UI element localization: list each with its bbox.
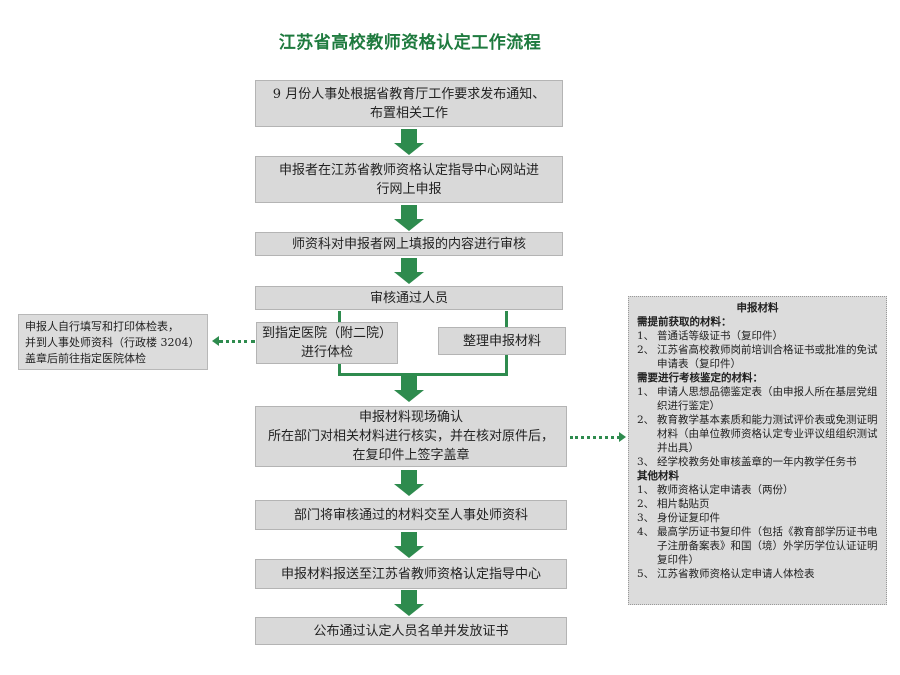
step-send-to-center: 申报材料报送至江苏省教师资格认定指导中心 <box>255 559 567 589</box>
list-item-number: 2、 <box>637 414 655 426</box>
branch-connector-left-down <box>338 364 341 375</box>
materials-panel-title: 申报材料 <box>736 302 779 314</box>
step-organize-materials-text: 整理申报材料 <box>462 333 541 349</box>
page-title: 江苏省高校教师资格认定工作流程 <box>278 33 542 53</box>
step-publish-notice: 9 月份人事处根据省教育厅工作要求发布通知、 布置相关工作 <box>255 80 563 127</box>
materials-panel: 申报材料 需提前获取的材料： 1、普通话等级证书（复印件） 2、江苏省高校教师岗… <box>628 296 887 605</box>
medical-exam-note-line-2: 并到人事处师资科（行政楼 3204） <box>25 336 200 349</box>
list-item: 2、相片黏贴页 <box>637 497 878 511</box>
step-publish-notice-line-1: 9 月份人事处根据省教育厅工作要求发布通知、 <box>272 86 546 102</box>
list-item: 2、教育教学基本素质和能力测试评价表或免测证明材料（由单位教师资格认定专业评议组… <box>637 413 878 455</box>
step-send-to-center-text: 申报材料报送至江苏省教师资格认定指导中心 <box>280 566 541 582</box>
list-item: 1、教师资格认定申请表（两份） <box>637 483 878 497</box>
step-online-application-line-1: 申报者在江苏省教师资格认定指导中心网站进 <box>278 162 539 178</box>
step-publish-notice-line-2: 布置相关工作 <box>369 105 448 121</box>
list-item-text: 教育教学基本素质和能力测试评价表或免测证明材料（由单位教师资格认定专业评议组组织… <box>657 414 878 454</box>
list-item-number: 5、 <box>637 568 655 580</box>
step-online-review: 师资科对申报者网上填报的内容进行审核 <box>255 232 563 256</box>
list-item-text: 江苏省教师资格认定申请人体检表 <box>657 568 815 580</box>
step-approved-personnel-text: 审核通过人员 <box>369 290 448 306</box>
step-submit-to-hr: 部门将审核通过的材料交至人事处师资科 <box>255 500 567 530</box>
list-item-text: 普通话等级证书（复印件） <box>657 330 783 342</box>
list-item: 4、最高学历证书复印件（包括《教育部学历证书电子注册备案表》和国（境）外学历学位… <box>637 525 878 567</box>
list-item-number: 3、 <box>637 512 655 524</box>
step-online-application-line-2: 行网上申报 <box>376 181 442 197</box>
dotted-arrowhead-right <box>619 432 626 442</box>
materials-section-assessment: 需要进行考核鉴定的材料： <box>637 372 763 384</box>
branch-merge-line <box>338 373 508 376</box>
list-item: 3、身份证复印件 <box>637 511 878 525</box>
list-item-text: 申请人思想品德鉴定表（由申报人所在基层党组织进行鉴定） <box>657 386 878 412</box>
step-publish-results-text: 公布通过认定人员名单并发放证书 <box>313 623 509 639</box>
list-item-number: 2、 <box>637 498 655 510</box>
dotted-connector-left <box>219 340 255 343</box>
step-organize-materials: 整理申报材料 <box>438 327 566 355</box>
list-item-text: 经学校教务处审核盖章的一年内教学任务书 <box>657 456 857 468</box>
step-online-review-text: 师资科对申报者网上填报的内容进行审核 <box>291 236 526 252</box>
step-medical-exam: 到指定医院（附二院） 进行体检 <box>256 322 398 364</box>
list-item: 1、普通话等级证书（复印件） <box>637 329 878 343</box>
dotted-arrowhead-left <box>212 336 219 346</box>
branch-connector-right-down <box>505 355 508 375</box>
list-item: 5、江苏省教师资格认定申请人体检表 <box>637 567 878 581</box>
list-item-text: 最高学历证书复印件（包括《教育部学历证书电子注册备案表》和国（境）外学历学位认证… <box>657 526 878 566</box>
materials-section-other: 其他材料 <box>637 470 679 482</box>
list-item-number: 4、 <box>637 526 655 538</box>
step-medical-exam-line-2: 进行体检 <box>300 345 353 360</box>
medical-exam-note-line-3: 盖章后前往指定医院体检 <box>25 352 146 365</box>
list-item: 1、申请人思想品德鉴定表（由申报人所在基层党组织进行鉴定） <box>637 385 878 413</box>
step-onsite-confirmation-line-3: 在复印件上签字盖章 <box>352 448 470 463</box>
list-item-number: 1、 <box>637 386 655 398</box>
step-online-application: 申报者在江苏省教师资格认定指导中心网站进 行网上申报 <box>255 156 563 203</box>
list-item-text: 江苏省高校教师岗前培训合格证书或批准的免试申请表（复印件） <box>657 344 878 370</box>
step-onsite-confirmation-line-2: 所在部门对相关材料进行核实，并在核对原件后， <box>267 429 554 444</box>
dotted-connector-right <box>570 436 620 439</box>
list-item-number: 3、 <box>637 456 655 468</box>
list-item-number: 1、 <box>637 484 655 496</box>
list-item-number: 1、 <box>637 330 655 342</box>
step-approved-personnel: 审核通过人员 <box>255 286 563 310</box>
branch-connector-right <box>505 311 508 327</box>
step-onsite-confirmation: 申报材料现场确认 所在部门对相关材料进行核实，并在核对原件后， 在复印件上签字盖… <box>255 406 567 467</box>
materials-section-prerequisite: 需提前获取的材料： <box>637 316 732 328</box>
step-publish-results: 公布通过认定人员名单并发放证书 <box>255 617 567 645</box>
list-item-text: 教师资格认定申请表（两份） <box>657 484 794 496</box>
medical-exam-note-line-1: 申报人自行填写和打印体检表， <box>25 320 179 333</box>
medical-exam-note: 申报人自行填写和打印体检表， 并到人事处师资科（行政楼 3204） 盖章后前往指… <box>18 314 208 370</box>
list-item-text: 相片黏贴页 <box>657 498 710 510</box>
step-onsite-confirmation-line-1: 申报材料现场确认 <box>358 410 463 425</box>
list-item: 2、江苏省高校教师岗前培训合格证书或批准的免试申请表（复印件） <box>637 343 878 371</box>
list-item: 3、经学校教务处审核盖章的一年内教学任务书 <box>637 455 878 469</box>
step-submit-to-hr-text: 部门将审核通过的材料交至人事处师资科 <box>293 507 528 523</box>
list-item-text: 身份证复印件 <box>657 512 720 524</box>
list-item-number: 2、 <box>637 344 655 356</box>
step-medical-exam-line-1: 到指定医院（附二院） <box>261 326 392 341</box>
